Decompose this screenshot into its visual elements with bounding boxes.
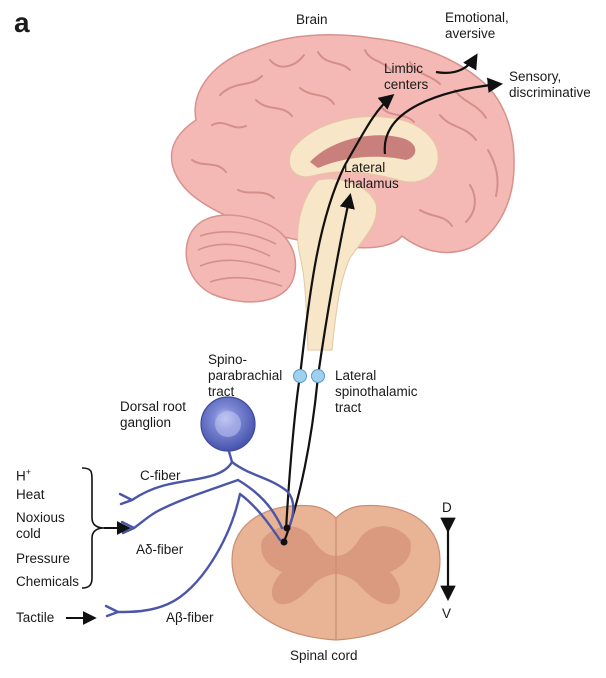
pressure-label: Pressure [16, 551, 71, 566]
c-fiber-label: C-fiber [140, 468, 181, 483]
noxious-cold-label-line2: cold [16, 526, 41, 541]
heat-label: Heat [16, 487, 45, 502]
spinal-cord [231, 504, 441, 641]
thalamus-label-line2: thalamus [344, 176, 399, 191]
spinoparabrachial-label-line2: parabrachial [208, 368, 283, 383]
spinothalamic-label-line2: spinothalamic [335, 384, 418, 399]
spinothalamic-label-line1: Lateral [335, 368, 377, 383]
ab-fiber-label: Aβ-fiber [166, 610, 214, 625]
c-fiber [130, 460, 234, 502]
gyri [191, 49, 499, 227]
spinoparabrachial-label-line3: tract [208, 384, 235, 399]
h-plus-label: H+ [16, 467, 32, 484]
emotional-label-line1: Emotional, [445, 10, 509, 25]
thalamus-to-sensory [383, 77, 504, 155]
synapse-dot [283, 524, 291, 532]
ad-fiber [132, 478, 284, 530]
brain-label: Brain [296, 12, 328, 27]
spinothalamic-label-line3: tract [335, 400, 362, 415]
thalamus-label-line1: Lateral [344, 160, 386, 175]
chemicals-label: Chemicals [16, 574, 80, 589]
stimuli-bracket [81, 467, 105, 589]
noxious-cold-label-line1: Noxious [16, 510, 65, 525]
spinothalamic-node [311, 369, 325, 383]
limbic-label-line1: Limbic [384, 61, 424, 76]
drg-label-line2: ganglion [120, 415, 172, 430]
limbic-to-emotional [435, 53, 478, 74]
tactile-label: Tactile [16, 610, 55, 625]
ventral-label: V [442, 606, 452, 621]
ab-fiber [116, 492, 282, 614]
spinoparabrachial-node [293, 369, 307, 383]
limbic-label-line2: centers [384, 77, 429, 92]
ad-fiber-label: Aδ-fiber [136, 542, 184, 557]
emotional-label-line2: aversive [445, 26, 496, 41]
cerebellum-folia [197, 231, 283, 287]
sensory-label-line1: Sensory, [509, 69, 562, 84]
spinal-cord-label: Spinal cord [290, 648, 358, 663]
dorsal-label: D [442, 500, 452, 515]
spinoparabrachial-tract [284, 94, 395, 531]
synapse-dot [280, 538, 288, 546]
brain [170, 34, 515, 351]
central-branch [230, 460, 295, 532]
panel-label: a [14, 7, 30, 38]
spinoparabrachial-label-line1: Spino- [208, 352, 248, 367]
sensory-label-line2: discriminative [509, 85, 591, 100]
ventricle [310, 135, 416, 168]
drg-label-line1: Dorsal root [120, 399, 187, 414]
